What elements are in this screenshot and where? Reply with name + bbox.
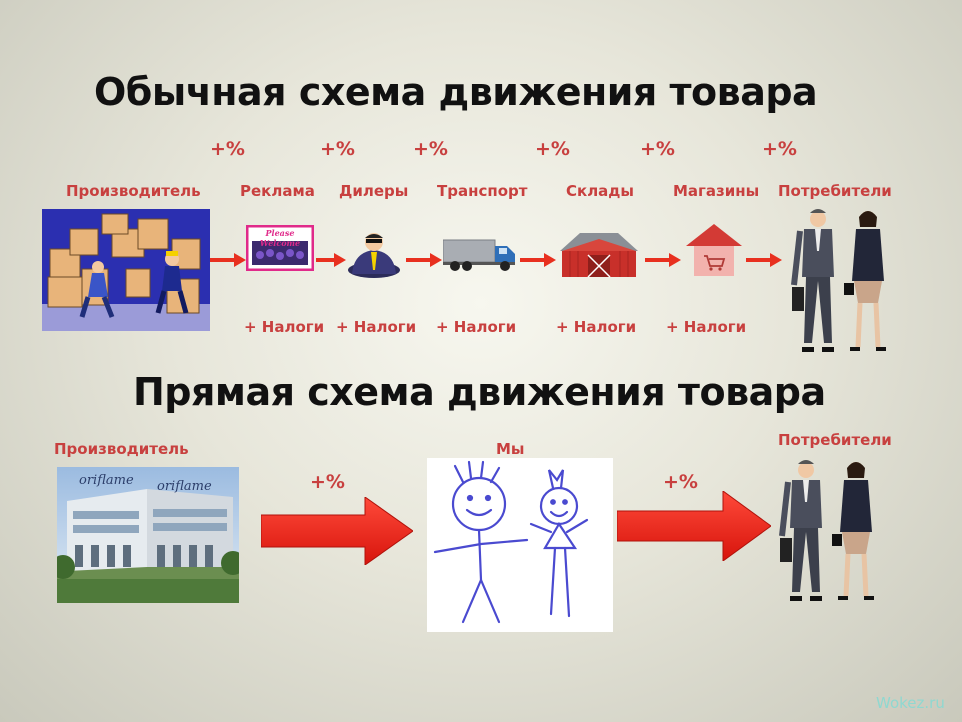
percent-mark: +% [320,138,355,160]
producer-building-photo: oriflame oriflame [57,467,239,603]
advertising-sign: Please Welcome [246,225,314,271]
stage-label-dealers: Дилеры [339,182,409,200]
direct-flow-arrow [617,491,771,561]
top-title: Обычная схема движения товара [94,70,818,114]
producer-label: Производитель [54,440,189,458]
stage-label-warehouses: Склады [566,182,634,200]
us-drawing [427,458,613,632]
direct-flow-arrow [261,497,413,565]
flow-arrow [210,253,246,267]
percent-mark: +% [210,138,245,160]
tax-label: + Налоги [556,318,637,336]
flow-arrow [645,253,681,267]
building-logo: oriflame [157,479,212,494]
percent-mark: +% [535,138,570,160]
percent-mark: +% [762,138,797,160]
percent-mark: +% [663,471,698,493]
building-logo: oriflame [79,473,134,488]
consumers-label: Потребители [778,431,892,449]
stage-label-consumers: Потребители [778,182,892,200]
us-label: Мы [496,440,525,458]
flow-arrow [316,253,346,267]
producer-illustration [42,209,210,331]
tax-label: + Налоги [436,318,517,336]
tax-label: + Налоги [666,318,747,336]
watermark: Wokez.ru [876,694,945,712]
tax-label: + Налоги [244,318,325,336]
percent-mark: +% [310,471,345,493]
flow-arrow [520,253,556,267]
consumers-figure [776,458,888,604]
consumers-figure [788,207,900,355]
flow-arrow [406,253,442,267]
flow-arrow [746,253,782,267]
tax-label: + Налоги [336,318,417,336]
stage-label-transport: Транспорт [437,182,528,200]
truck-icon [443,238,517,272]
shop-icon [686,222,742,278]
stage-label-advertising: Реклама [240,182,315,200]
sign-text: Please Welcome [259,228,301,248]
dealer-figure [344,230,404,278]
stage-label-shops: Магазины [673,182,760,200]
stage-label-producer: Производитель [66,182,201,200]
percent-mark: +% [413,138,448,160]
bottom-title: Прямая схема движения товара [133,370,826,414]
warehouse-icon [558,229,640,279]
percent-mark: +% [640,138,675,160]
